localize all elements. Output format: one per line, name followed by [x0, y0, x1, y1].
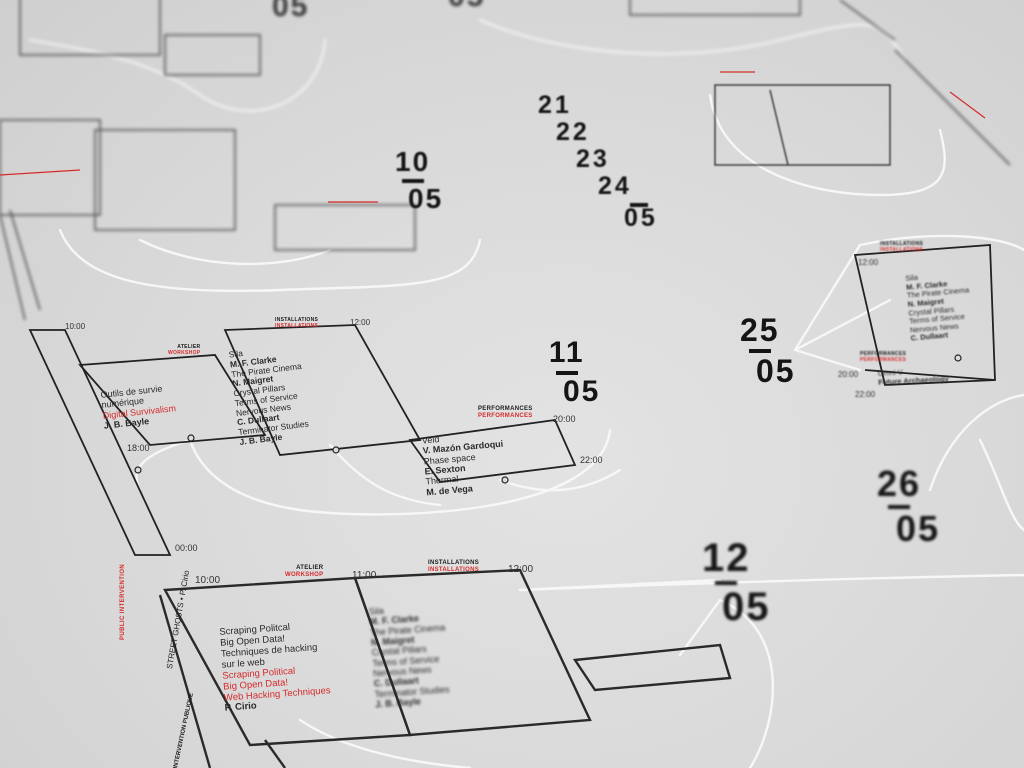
right-install-header: INSTALLATIONS INSTALLATIONS	[880, 241, 924, 253]
date-12-month: 05	[722, 585, 771, 629]
mid-perf-header: PERFORMANCES PERFORMANCES	[478, 406, 533, 419]
bottom-workshop-header: ATELIER WORKSHOP	[285, 565, 323, 578]
right-perf-text: Omni V Future Archaeology	[878, 366, 949, 387]
label-installations-mid-en: INSTALLATIONS	[275, 322, 319, 329]
time-1200-right: 12:00	[858, 258, 879, 267]
date-21-24-month: 05	[624, 204, 658, 232]
workshop-block-text: Scraping Politcal Big Open Data! Techniq…	[219, 620, 332, 715]
date-11-month: 05	[563, 375, 601, 408]
date-22: 22	[556, 118, 590, 146]
label-performances-fr: PERFORMANCES	[478, 406, 533, 412]
time-2000: 20:00	[553, 414, 576, 424]
date-10-month: 05	[408, 183, 444, 214]
time-1200-bottom: 12:00	[508, 564, 534, 575]
date-25-dash	[748, 349, 771, 353]
install-block-text: Sila M. F. Clarke The Pirate Cinema N. M…	[368, 602, 450, 710]
date-21: 21	[538, 91, 572, 119]
date-26-05: 26 05	[858, 466, 940, 547]
label-installations-fr: INSTALLATIONS	[428, 560, 480, 566]
date-top-cut-month: 05	[272, 0, 310, 23]
date-top-cut: 05	[272, 0, 309, 22]
time-2200: 22:00	[580, 455, 603, 465]
date-10-day: 10	[395, 146, 431, 177]
public-intervention-label: PUBLIC INTERVENTION	[120, 564, 126, 640]
time-1800: 18:00	[127, 443, 150, 453]
date-26-dash	[888, 505, 911, 509]
date-25-05: 25 05	[724, 314, 796, 387]
date-11-dash	[555, 371, 578, 375]
label-performances-en: PERFORMANCES	[478, 412, 533, 419]
date-12-05: 12 05	[682, 538, 771, 627]
date-23: 23	[576, 145, 610, 173]
time-1100-bottom: 11:00	[352, 570, 377, 581]
date-12-day: 12	[702, 536, 751, 580]
mid-workshop-header: ATELIER WORKSHOP	[168, 344, 201, 356]
time-1000-bottom: 10:00	[195, 575, 221, 586]
date-12-dash	[715, 581, 738, 585]
label-installations-right-en: INSTALLATIONS	[880, 246, 924, 253]
time-1200-mid: 12:00	[350, 318, 371, 327]
bottom-install-header: INSTALLATIONS INSTALLATIONS	[428, 560, 479, 573]
label-workshop-mid: WORKSHOP	[168, 349, 201, 356]
label-atelier-mid: ATELIER	[177, 344, 201, 350]
date-10-05: 10 05	[382, 148, 443, 213]
label-installations-mid: INSTALLATIONS	[275, 317, 319, 323]
time-1000-mid: 10:00	[65, 322, 86, 331]
date-26-day: 26	[877, 463, 922, 504]
right-perf-header: PERFORMANCES PERFORMANCES	[860, 351, 907, 363]
mid-install-text: Sila M. F. Clarke The Pirate Cinema N. M…	[228, 342, 310, 448]
date-top-cut-month-2: 05	[448, 0, 485, 13]
label-performances-right: PERFORMANCES	[860, 351, 907, 357]
label-installations-right: INSTALLATIONS	[880, 241, 924, 247]
date-10-dash	[401, 179, 424, 183]
mid-workshop-text: Outils de survie numérique Digital Survi…	[100, 382, 177, 431]
label-installations-en: INSTALLATIONS	[428, 566, 480, 573]
time-2000-right: 20:00	[838, 370, 859, 379]
date-25-month: 05	[756, 353, 796, 389]
label-public-intervention: PUBLIC INTERVENTION	[120, 563, 126, 640]
label-performances-right-en: PERFORMANCES	[860, 356, 907, 363]
perf-block-text: Veld V. Mazón Gardoqui Phase space E. Se…	[421, 429, 507, 498]
right-install-text: Sila M. F. Clarke The Pirate Cinema N. M…	[905, 269, 973, 343]
time-2200-right: 22:00	[855, 390, 876, 399]
date-range-21-24: 21 22 23 24 05	[532, 92, 658, 232]
date-top-cut-2: 05	[448, 0, 485, 12]
date-24: 24	[598, 172, 632, 200]
label-atelier: ATELIER	[296, 565, 324, 571]
date-21-24-dash	[630, 203, 648, 207]
date-25-day: 25	[740, 312, 780, 348]
date-26-month: 05	[896, 508, 941, 549]
date-11-day: 11	[548, 336, 585, 369]
date-11-05: 11 05	[533, 338, 600, 407]
time-0000: 00:00	[175, 543, 198, 553]
label-workshop: WORKSHOP	[285, 571, 324, 578]
mid-install-header: INSTALLATIONS INSTALLATIONS	[275, 317, 319, 329]
